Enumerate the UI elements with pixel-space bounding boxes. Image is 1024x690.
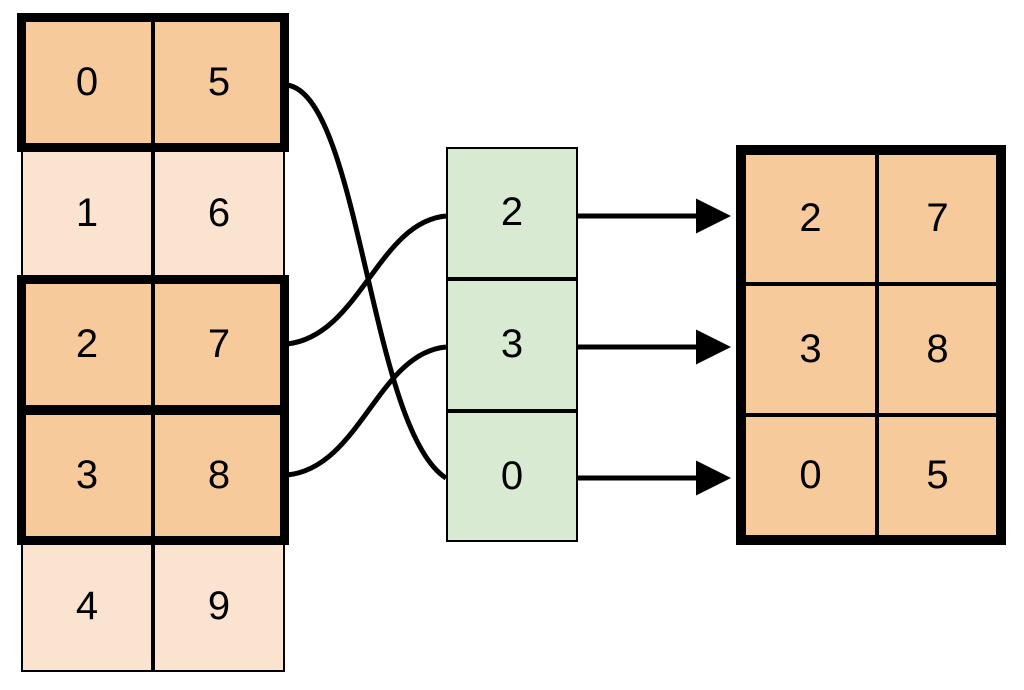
source-cell-r1c0: 1 [21,148,153,279]
source-cell-r0c0: 0 [21,17,153,148]
source-cell-r1c1: 6 [153,148,285,279]
result-cell-r0c0: 2 [744,153,877,284]
result-cell-r2c0: 0 [744,415,877,537]
source-cell-r3c0: 3 [21,410,153,541]
source-cell-r3c1: 8 [153,410,285,541]
index-cell-2: 0 [446,411,578,542]
source-cell-r2c0: 2 [21,279,153,410]
source-cell-r4c1: 9 [153,541,285,672]
result-cell-r0c1: 7 [877,153,998,284]
source-cell-r2c1: 7 [153,279,285,410]
curve-row3-to-index-cell-1 [286,344,447,478]
source-cell-r4c0: 4 [21,541,153,672]
index-cell-1: 3 [446,279,578,411]
result-cell-r1c1: 8 [877,284,998,415]
curve-row2-to-index-cell-0 [286,213,447,347]
curve-row0-to-index-cell-2 [286,82,448,481]
result-cell-r2c1: 5 [877,415,998,537]
result-cell-r1c0: 3 [744,284,877,415]
index-cell-0: 2 [446,147,578,279]
source-cell-r0c1: 5 [153,17,285,148]
